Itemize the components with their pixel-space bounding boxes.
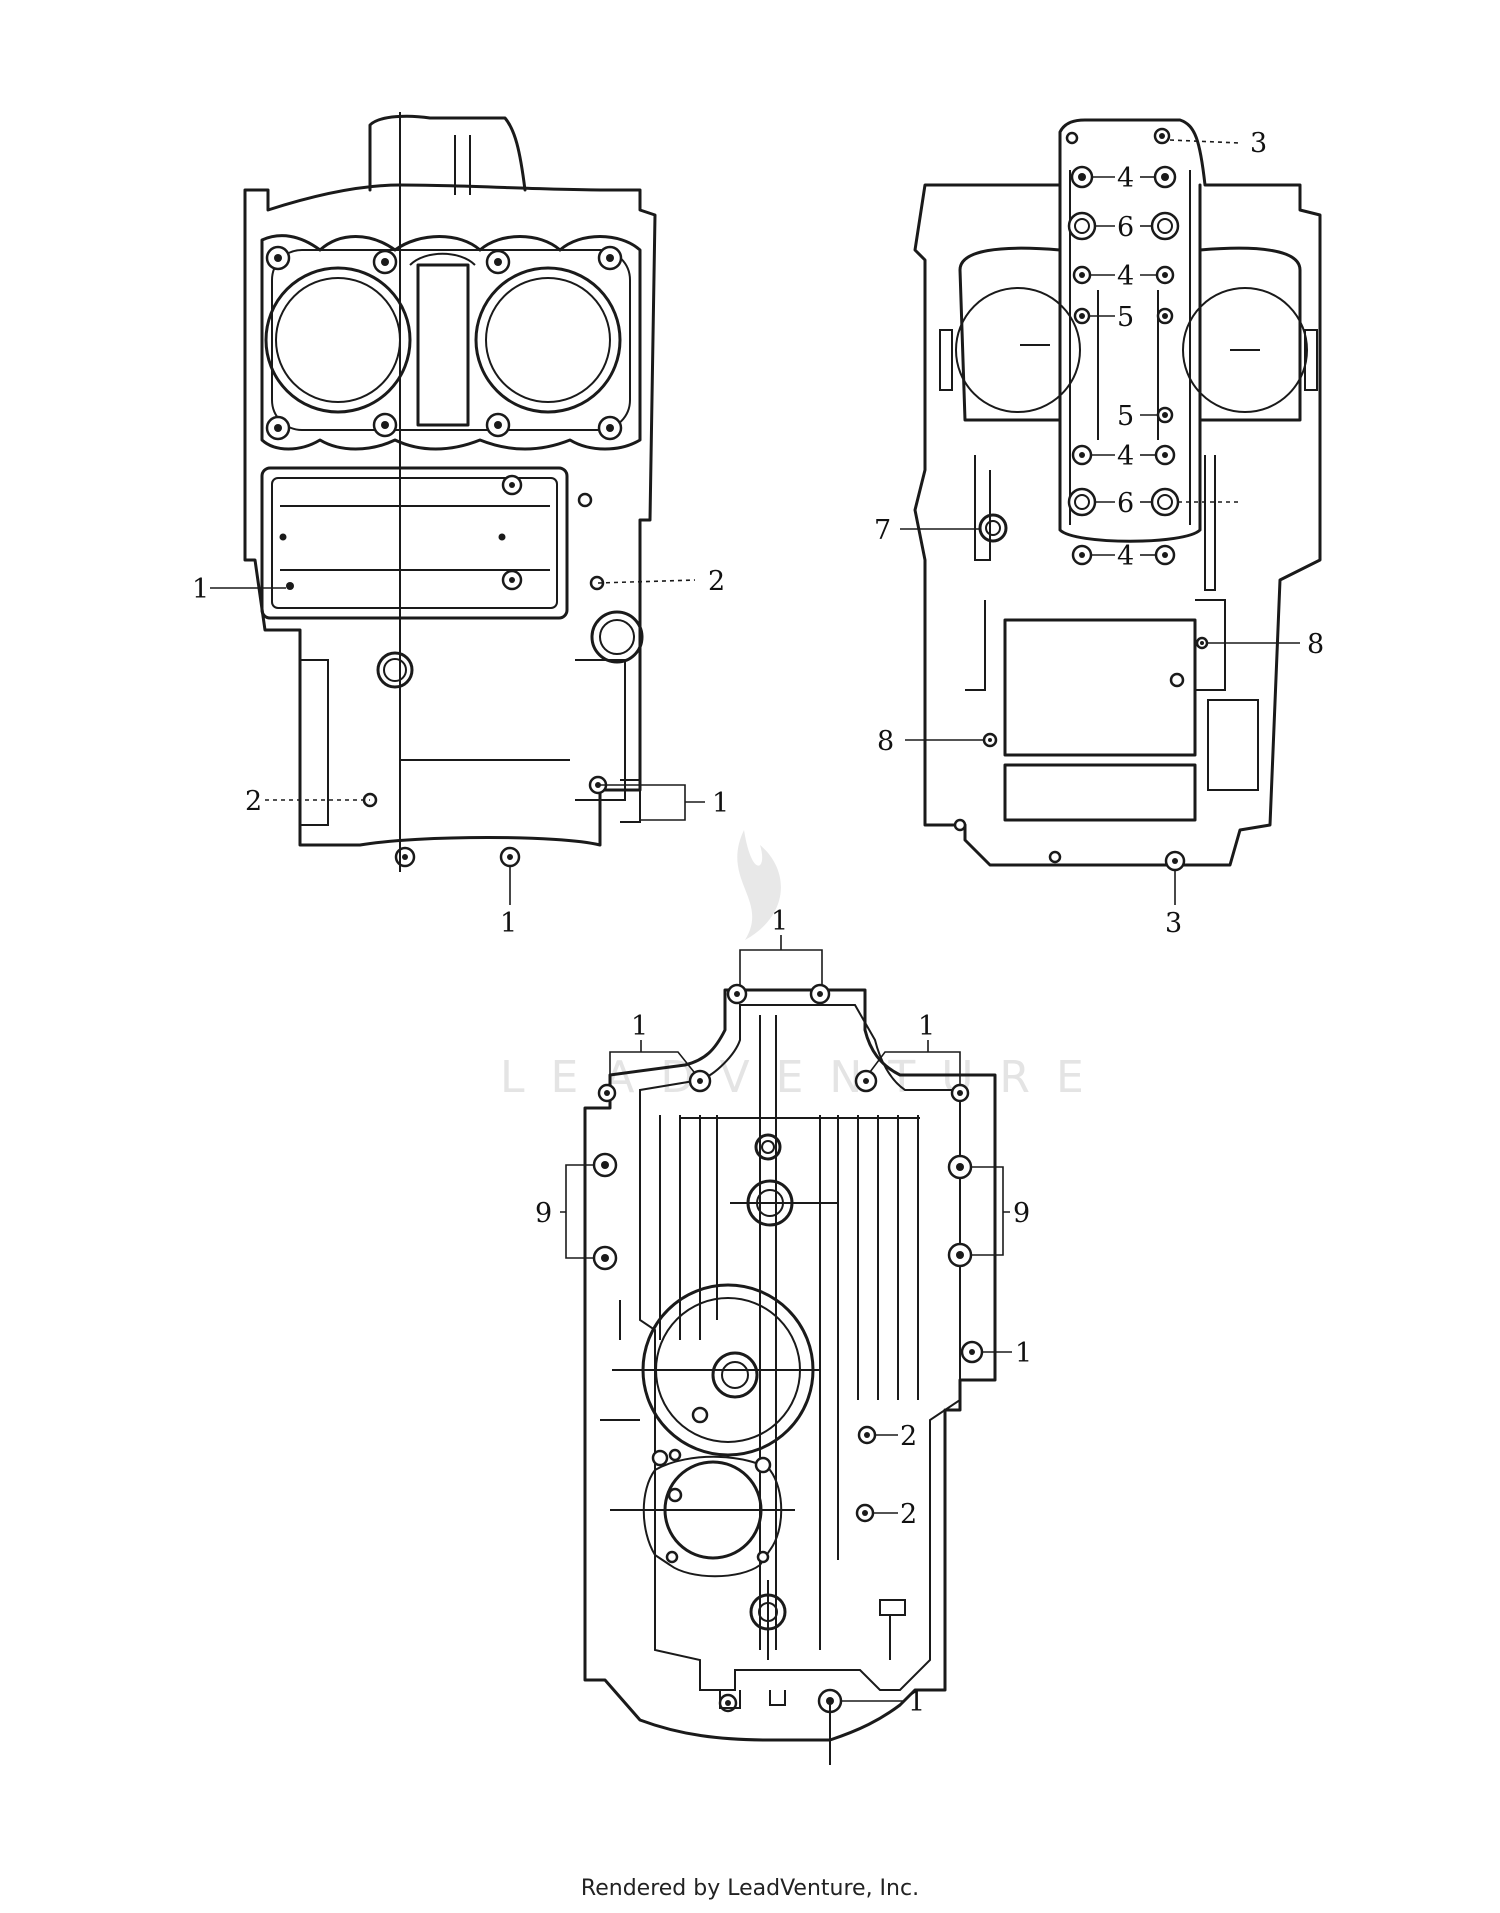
callouts-view-3: 1 1 1 9 9 1 2 2 1 [535,906,1032,1718]
callout-2: 2 [900,1421,917,1452]
callout-9: 9 [535,1198,552,1229]
callout-1: 1 [500,908,517,939]
right-cylinder-bore [1182,287,1308,413]
right-cylinder-bore [474,266,622,414]
upper-case-window [260,466,569,620]
callout-4: 4 [1117,261,1134,292]
render-credit: Rendered by LeadVenture, Inc. [580,1876,920,1901]
callout-1: 1 [1015,1338,1032,1369]
main-bearing-rail [1058,183,1202,543]
callout-2: 2 [900,1499,917,1530]
callout-6: 6 [1117,212,1134,243]
callout-8: 8 [877,726,894,757]
view-upper-crankcase-top [243,112,657,872]
lower-window [1003,618,1197,757]
callouts-view-1: 1 2 2 1 1 [192,566,729,939]
callout-8: 8 [1307,629,1324,660]
crankcase-outline [583,988,997,1742]
oil-pan-fins [659,1015,920,1650]
callout-6: 6 [1117,488,1134,519]
callout-1: 1 [918,1011,935,1042]
head-bolts [265,245,623,441]
callout-3: 3 [1250,128,1267,159]
callout-1: 1 [712,788,729,819]
side-fins [939,329,1318,391]
callout-5: 5 [1117,302,1134,333]
view-lower-crankcase [583,983,997,1765]
callout-1: 1 [192,574,209,605]
flame-icon [737,830,781,940]
watermark-text: LEADVENTURE [500,1052,1110,1103]
crankcase-outline [243,183,657,847]
callout-4: 4 [1117,441,1134,472]
watermark: LEADVENTURE [500,830,1110,1103]
crankcase-bolts [592,983,984,1714]
top-nose [368,114,527,192]
callout-4: 4 [1117,163,1134,194]
callout-1: 1 [631,1011,648,1042]
callout-7: 7 [874,515,891,546]
callout-2: 2 [708,566,725,597]
callout-3: 3 [1165,908,1182,939]
callout-4: 4 [1117,541,1134,572]
callout-1: 1 [908,1687,925,1718]
callout-5: 5 [1117,401,1134,432]
callouts-view-2: 3 4 6 4 5 5 4 6 4 7 8 8 3 [874,128,1324,939]
left-cylinder-bore [955,287,1081,413]
cylinder-deck [260,234,642,451]
left-cylinder-bore [264,266,412,414]
view-upper-crankcase-bottom [913,118,1322,872]
callout-2: 2 [245,786,262,817]
callout-9: 9 [1013,1198,1030,1229]
callout-1: 1 [771,906,788,937]
